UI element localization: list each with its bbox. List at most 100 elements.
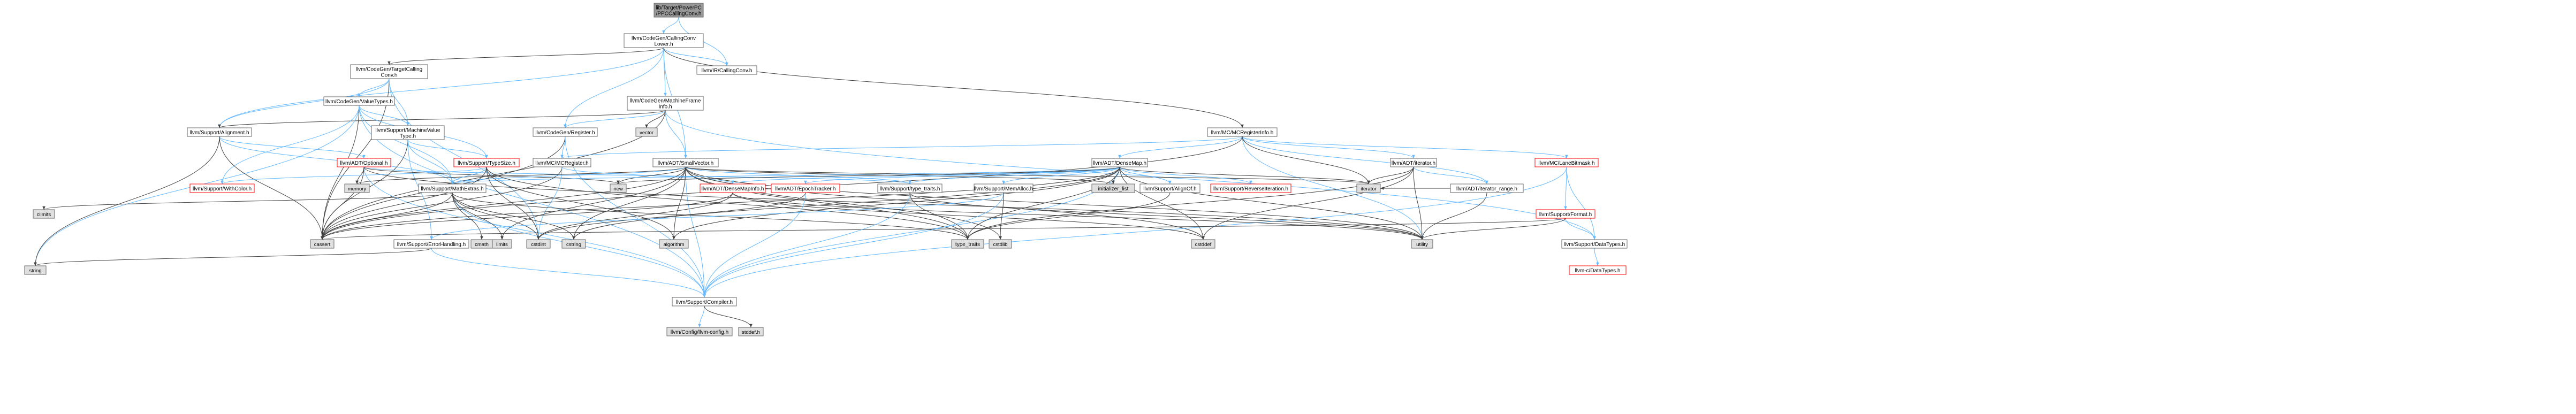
edge-compiler-to-config (698, 305, 705, 328)
edge-mframe-to-cgreg (564, 110, 666, 128)
node-ircc[interactable]: llvm/IR/CallingConv.h (696, 65, 757, 75)
edge-mcreginfo-to-densemap (1118, 136, 1243, 159)
node-initlist-box (1091, 183, 1135, 193)
node-align[interactable]: llvm/Support/Alignment.h (187, 127, 252, 137)
edge-smallvec-to-typetraitsx (685, 166, 969, 240)
node-datatypes[interactable]: llvm/Support/DataTypes.h (1561, 239, 1628, 249)
node-lanebm[interactable]: llvm/MC/LaneBitmask.h (1534, 158, 1599, 167)
node-compiler[interactable]: llvm/Support/Compiler.h (672, 297, 737, 306)
node-algorithm: algorithm (659, 239, 689, 249)
node-utility-label: utility (1416, 242, 1428, 248)
node-mcreg[interactable]: llvm/MC/MCRegister.h (533, 158, 591, 167)
node-cassert-label: cassert (314, 242, 331, 248)
edge-epoch-to-compiler (703, 192, 806, 298)
edge-typetraits-to-utility (909, 192, 1424, 240)
edge-densemap-to-typetraitsx (966, 166, 1120, 240)
edge-dmapinfo-to-cassert (321, 192, 733, 240)
node-withcolor-box (189, 183, 255, 193)
node-cstring: cstring (561, 239, 586, 249)
edge-optional-to-compiler (363, 166, 706, 298)
node-typesize[interactable]: llvm/Support/TypeSize.h (453, 158, 520, 167)
edge-errhand-to-compiler (431, 248, 706, 298)
edge-densemap-to-typetraits (908, 166, 1120, 185)
edge-densemap-to-cstring (572, 166, 1120, 240)
node-epoch[interactable]: llvm/ADT/EpochTracker.h (771, 183, 840, 193)
node-densemap-label: llvm/ADT/DenseMap.h (1093, 160, 1146, 166)
edge-cgvt-to-cassert (321, 105, 360, 240)
node-root: lib/Target/PowerPC/PPCCallingConv.h (654, 3, 704, 18)
node-errhand-box (393, 239, 469, 249)
node-errhand[interactable]: llvm/Support/ErrorHandling.h (393, 239, 469, 249)
node-cdatatypes-label: llvm-c/DataTypes.h (1575, 268, 1620, 274)
node-typetraits-label: llvm/Support/type_traits.h (880, 186, 940, 192)
node-format[interactable]: llvm/Support/Format.h (1536, 209, 1595, 219)
node-densemap[interactable]: llvm/ADT/DenseMap.h (1091, 158, 1148, 167)
edge-iterator-to-iteratorx (1367, 166, 1414, 185)
node-root-label: /PPCCallingConv.h (656, 11, 702, 17)
edge-iterator-to-utility (1413, 166, 1424, 240)
node-typetraits-box (877, 183, 943, 193)
node-mcreginfo[interactable]: llvm/MC/MCRegisterInfo.h (1207, 127, 1278, 137)
node-memory-box (344, 183, 370, 193)
node-vectorx-box (635, 127, 658, 137)
node-iterrange[interactable]: llvm/ADT/iterator_range.h (1450, 183, 1524, 193)
node-dmapinfo[interactable]: llvm/ADT/DenseMapInfo.h (700, 183, 766, 193)
node-climits-box (33, 209, 55, 219)
node-stringx: string (24, 265, 47, 275)
node-optional[interactable]: llvm/ADT/Optional.h (337, 158, 391, 167)
node-config-box (666, 327, 733, 336)
edge-mcreg-to-dmapinfo (561, 166, 734, 185)
node-typetraits[interactable]: llvm/Support/type_traits.h (877, 183, 943, 193)
edge-smallvec-to-cassert (321, 166, 686, 240)
edge-mathext-to-cmath (452, 192, 483, 240)
edge-mframe-to-smallvec (665, 110, 687, 159)
edge-smallvec-to-initlist (685, 166, 1115, 185)
edge-densemap-to-cassert (321, 166, 1120, 240)
edge-typesize-to-algorithm (486, 166, 675, 240)
edge-format-to-cassert (321, 218, 1566, 240)
node-config: llvm/Config/llvm-config.h (666, 327, 733, 336)
edge-mcreginfo-to-utility (1242, 136, 1424, 240)
node-reviter[interactable]: llvm/Support/ReverseIteration.h (1210, 183, 1291, 193)
node-cdatatypes[interactable]: llvm-c/DataTypes.h (1569, 265, 1627, 275)
node-cgreg[interactable]: llvm/CodeGen/Register.h (533, 127, 598, 137)
node-ircc-box (696, 65, 757, 75)
node-withcolor-label: llvm/Support/WithColor.h (193, 186, 252, 192)
edge-dmapinfo-to-cstdint (537, 192, 733, 240)
edge-datatypes-to-cdatatypes (1594, 248, 1599, 266)
node-alignof[interactable]: llvm/Support/AlignOf.h (1139, 183, 1200, 193)
edge-root-to-cclower (662, 17, 679, 34)
node-iterator[interactable]: llvm/ADT/iterator.h (1390, 158, 1437, 167)
node-climits-label: climits (37, 212, 51, 218)
edge-mcreg-to-cassert (321, 166, 563, 240)
node-cgvt[interactable]: llvm/CodeGen/ValueTypes.h (323, 96, 395, 106)
edge-memalloc-to-errhand (430, 192, 1004, 240)
edge-cgvt-to-withcolor (221, 105, 360, 185)
edge-densemap-to-epoch (804, 166, 1120, 185)
node-mvt-label: llvm/Support/MachineValue (376, 128, 440, 134)
edge-densemap-to-reviter (1119, 166, 1252, 185)
node-epoch-label: llvm/ADT/EpochTracker.h (776, 186, 836, 192)
edge-typesize-to-cassert (321, 166, 487, 240)
edge-format-to-datatypes (1565, 218, 1596, 240)
edge-optional-to-cassert (321, 166, 364, 240)
node-cassert: cassert (310, 239, 335, 249)
node-smallvec-box (652, 158, 719, 167)
node-smallvec[interactable]: llvm/ADT/SmallVector.h (652, 158, 719, 167)
edge-memalloc-to-compiler (703, 192, 1004, 298)
edge-densemap-to-utility (1119, 166, 1424, 240)
node-mathext[interactable]: llvm/Support/MathExtras.h (418, 183, 487, 193)
node-memalloc[interactable]: llvm/Support/MemAlloc.h (974, 183, 1034, 193)
node-memalloc-box (974, 183, 1034, 193)
node-cstdlib-box (989, 239, 1012, 249)
node-withcolor[interactable]: llvm/Support/WithColor.h (189, 183, 255, 193)
node-stringx-label: string (29, 268, 41, 274)
edge-smallvec-to-newx (617, 166, 686, 185)
node-iteratorx: iterator (1356, 183, 1381, 193)
node-tgtcc-label: Conv.h (381, 73, 398, 79)
node-cstring-label: cstring (566, 242, 581, 248)
